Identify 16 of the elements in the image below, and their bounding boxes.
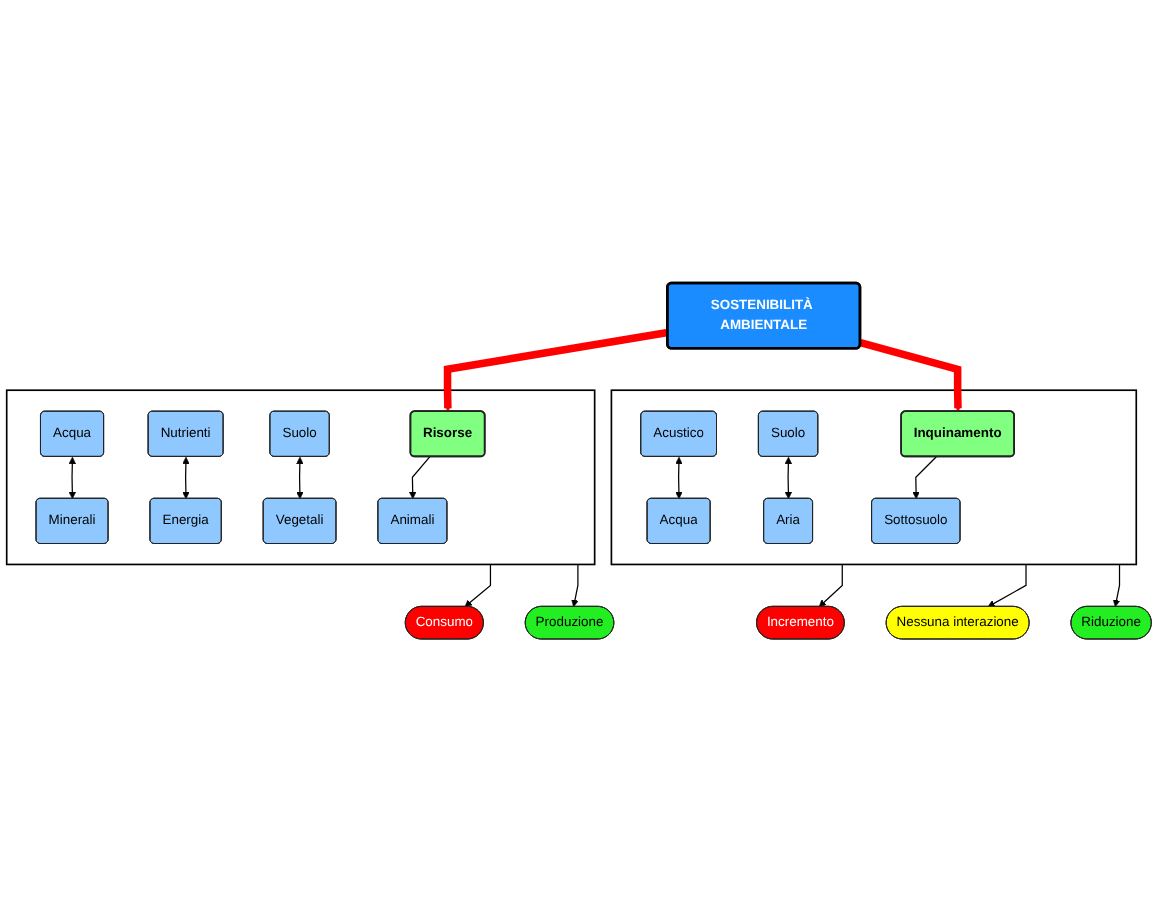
arrow — [409, 456, 431, 500]
arrow — [464, 563, 492, 608]
arrow — [68, 456, 76, 500]
arrow — [818, 563, 843, 608]
arrow — [987, 563, 1027, 608]
arrow — [859, 339, 962, 412]
arrow — [912, 456, 937, 500]
arrow — [571, 563, 579, 608]
arrow — [296, 456, 304, 500]
cluster — [5, 389, 596, 566]
cluster — [610, 389, 1138, 566]
arrow — [784, 456, 793, 500]
arrow — [443, 328, 669, 412]
arrow — [1112, 563, 1121, 608]
arrow — [182, 456, 190, 500]
arrow — [675, 456, 683, 500]
